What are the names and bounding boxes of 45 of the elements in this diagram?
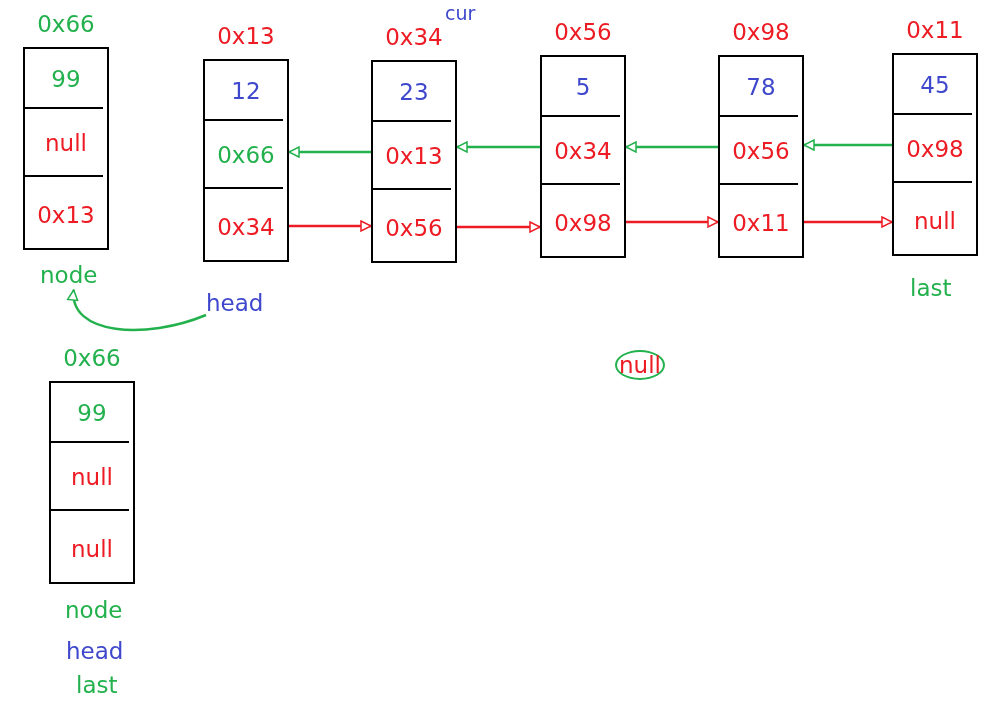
pointer-label: last: [910, 275, 952, 301]
arrow: [288, 146, 371, 158]
value-text: 99: [77, 400, 107, 426]
pointer-text: 0x13: [385, 143, 443, 169]
value-text: 99: [51, 66, 81, 92]
pointer-text: null: [45, 130, 87, 156]
address-label: 0x56: [553, 19, 613, 45]
address-label: 0x98: [731, 19, 791, 45]
pointer-text: null: [914, 207, 956, 234]
pointer-text: 0x56: [732, 138, 790, 164]
address-label: 0x11: [905, 17, 965, 43]
value-text: 23: [399, 79, 429, 105]
arrow: [803, 139, 892, 151]
pointer-label: node: [40, 262, 98, 288]
pointer-text: 0x11: [732, 209, 790, 236]
value-text: 45: [920, 72, 950, 98]
address-label: 0x66: [36, 11, 96, 37]
pointer-text: 0x34: [217, 213, 275, 240]
value-text: 78: [746, 74, 776, 100]
arrow: [457, 221, 541, 233]
value-text: 5: [575, 74, 591, 100]
arrow: [68, 289, 207, 332]
arrow: [289, 220, 372, 232]
address-label: 0x66: [62, 345, 122, 371]
arrow: [804, 216, 893, 228]
arrow: [626, 216, 719, 228]
circled-text: null: [615, 350, 665, 380]
pointer-text: 0x66: [217, 142, 275, 168]
pointer-text: 0x98: [906, 136, 964, 162]
address-label: 0x13: [216, 23, 276, 49]
pointer-text: 0x56: [385, 214, 443, 241]
value-text: 12: [231, 78, 261, 104]
pointer-label: last: [76, 672, 118, 698]
address-label: 0x34: [384, 24, 444, 50]
arrow: [625, 141, 718, 153]
pointer-label: node: [65, 597, 123, 623]
pointer-text: 0x98: [554, 209, 612, 236]
pointer-text: null: [71, 535, 113, 562]
pointer-label: cur: [445, 2, 476, 24]
pointer-text: null: [71, 464, 113, 490]
arrow: [456, 141, 540, 153]
pointer-text: 0x13: [37, 201, 95, 228]
pointer-text: 0x34: [554, 138, 612, 164]
pointer-label: head: [66, 638, 124, 664]
pointer-label: head: [206, 290, 264, 316]
